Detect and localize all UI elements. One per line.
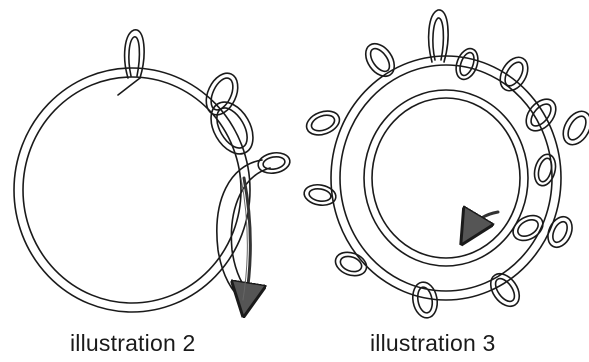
hanging-loop-icon — [118, 30, 144, 95]
chain-loops — [303, 38, 589, 319]
caption-illustration-3: illustration 3 — [370, 330, 496, 357]
illustration-3-figure — [303, 10, 589, 320]
caption-illustration-2: illustration 2 — [70, 330, 196, 357]
main-ring — [14, 68, 250, 312]
hanging-loop-icon — [429, 10, 448, 62]
curved-arrow-icon — [470, 212, 498, 230]
illustration-2-figure — [14, 30, 291, 312]
